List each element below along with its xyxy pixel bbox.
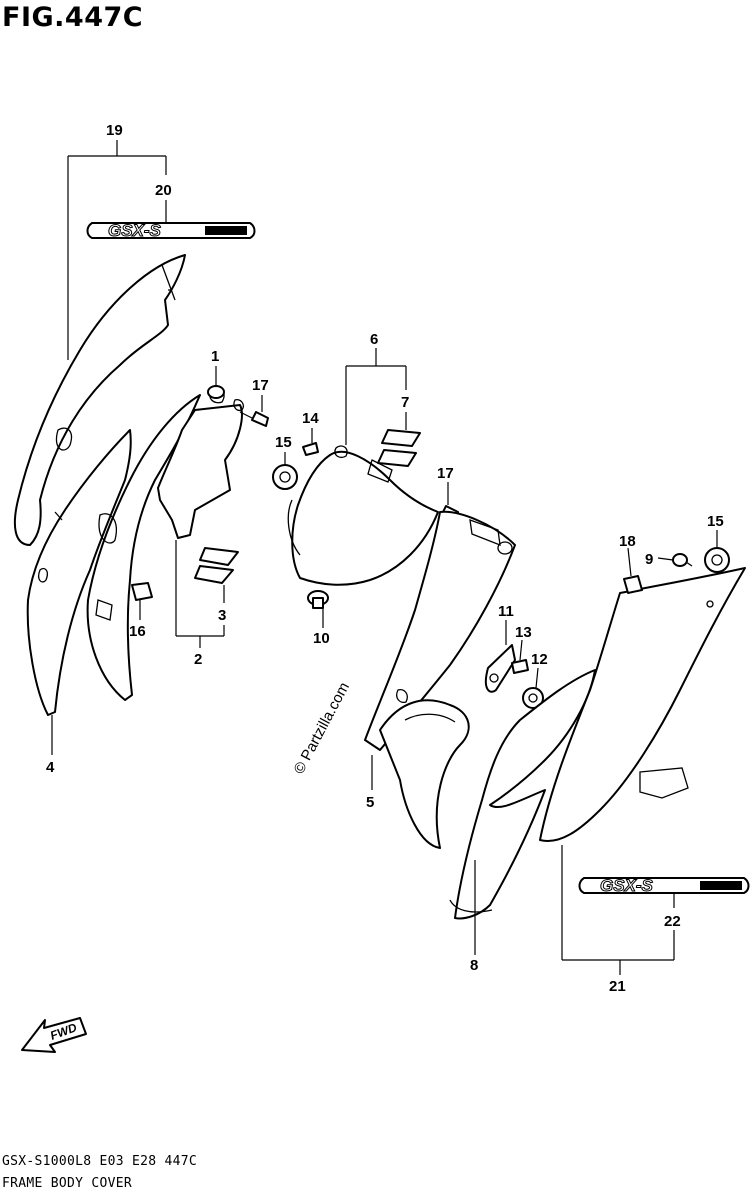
part-4-inner-panel[interactable]: [26, 429, 132, 716]
callout-10: 10: [313, 630, 330, 647]
part-5-center-cover[interactable]: [364, 510, 516, 849]
part-21-side-cover[interactable]: [539, 567, 746, 842]
part-3-emblem[interactable]: [194, 547, 239, 584]
callout-19: 19: [106, 122, 123, 139]
part-1-grommet[interactable]: [207, 385, 225, 399]
callout-17b: 17: [437, 465, 454, 482]
part-19-upper-cover[interactable]: [13, 254, 186, 546]
part-10-bolt[interactable]: [307, 590, 329, 609]
decal-20-text: GSX-S: [108, 221, 162, 240]
part-18-clip-nut[interactable]: [623, 575, 643, 594]
callout-2: 2: [194, 651, 202, 668]
callout-9: 9: [645, 551, 653, 568]
part-6-meter-cover[interactable]: [287, 445, 439, 586]
part-16-clip[interactable]: [131, 582, 153, 601]
part-22-decal[interactable]: GSX-S: [578, 876, 750, 896]
decal-22-text: GSX-S: [600, 876, 654, 895]
footer-section-name: FRAME BODY COVER: [2, 1176, 133, 1191]
callout-20: 20: [155, 182, 172, 199]
footer-model-code: GSX-S1000L8 E03 E28 447C: [2, 1154, 198, 1169]
callout-15b: 15: [707, 513, 724, 530]
callout-11: 11: [498, 603, 514, 620]
callout-3: 3: [218, 607, 226, 624]
callout-8: 8: [470, 957, 478, 974]
part-13-screw[interactable]: [511, 659, 529, 674]
callout-16: 16: [129, 623, 146, 640]
callout-7: 7: [401, 394, 409, 411]
fwd-arrow-icon: FWD: [21, 1017, 87, 1053]
callout-15a: 15: [275, 434, 292, 451]
callout-13: 13: [515, 624, 532, 641]
callout-4: 4: [46, 759, 55, 776]
callout-17a: 17: [252, 377, 269, 394]
callout-1: 1: [211, 348, 219, 365]
callout-numbers: 19 20 1 17 14 15 6 7 17 3 2 16 4 10 11 1…: [46, 122, 724, 995]
part-7-emblem[interactable]: [377, 429, 421, 467]
leader-lines: [51, 140, 718, 975]
callout-12: 12: [531, 651, 548, 668]
callout-5: 5: [366, 794, 374, 811]
part-15b-grommet[interactable]: [704, 547, 730, 573]
part-15a-grommet[interactable]: [272, 464, 298, 490]
callout-6: 6: [370, 331, 378, 348]
part-14-clip[interactable]: [302, 442, 319, 456]
watermark: © Partzilla.com: [291, 680, 353, 777]
callout-14: 14: [302, 410, 319, 427]
part-20-decal[interactable]: GSX-S: [86, 221, 256, 241]
part-17a-screw[interactable]: [239, 411, 269, 427]
part-12-nut[interactable]: [522, 687, 544, 709]
figure-title: FIG.447C: [2, 2, 144, 33]
part-inner-frame[interactable]: [86, 394, 201, 701]
part-9-bolt[interactable]: [672, 553, 693, 567]
callout-18: 18: [619, 533, 636, 550]
part-2-inner-bracket[interactable]: [157, 387, 244, 539]
part-11-bracket[interactable]: [484, 644, 516, 693]
callout-21: 21: [609, 978, 626, 995]
callout-22: 22: [664, 913, 681, 930]
